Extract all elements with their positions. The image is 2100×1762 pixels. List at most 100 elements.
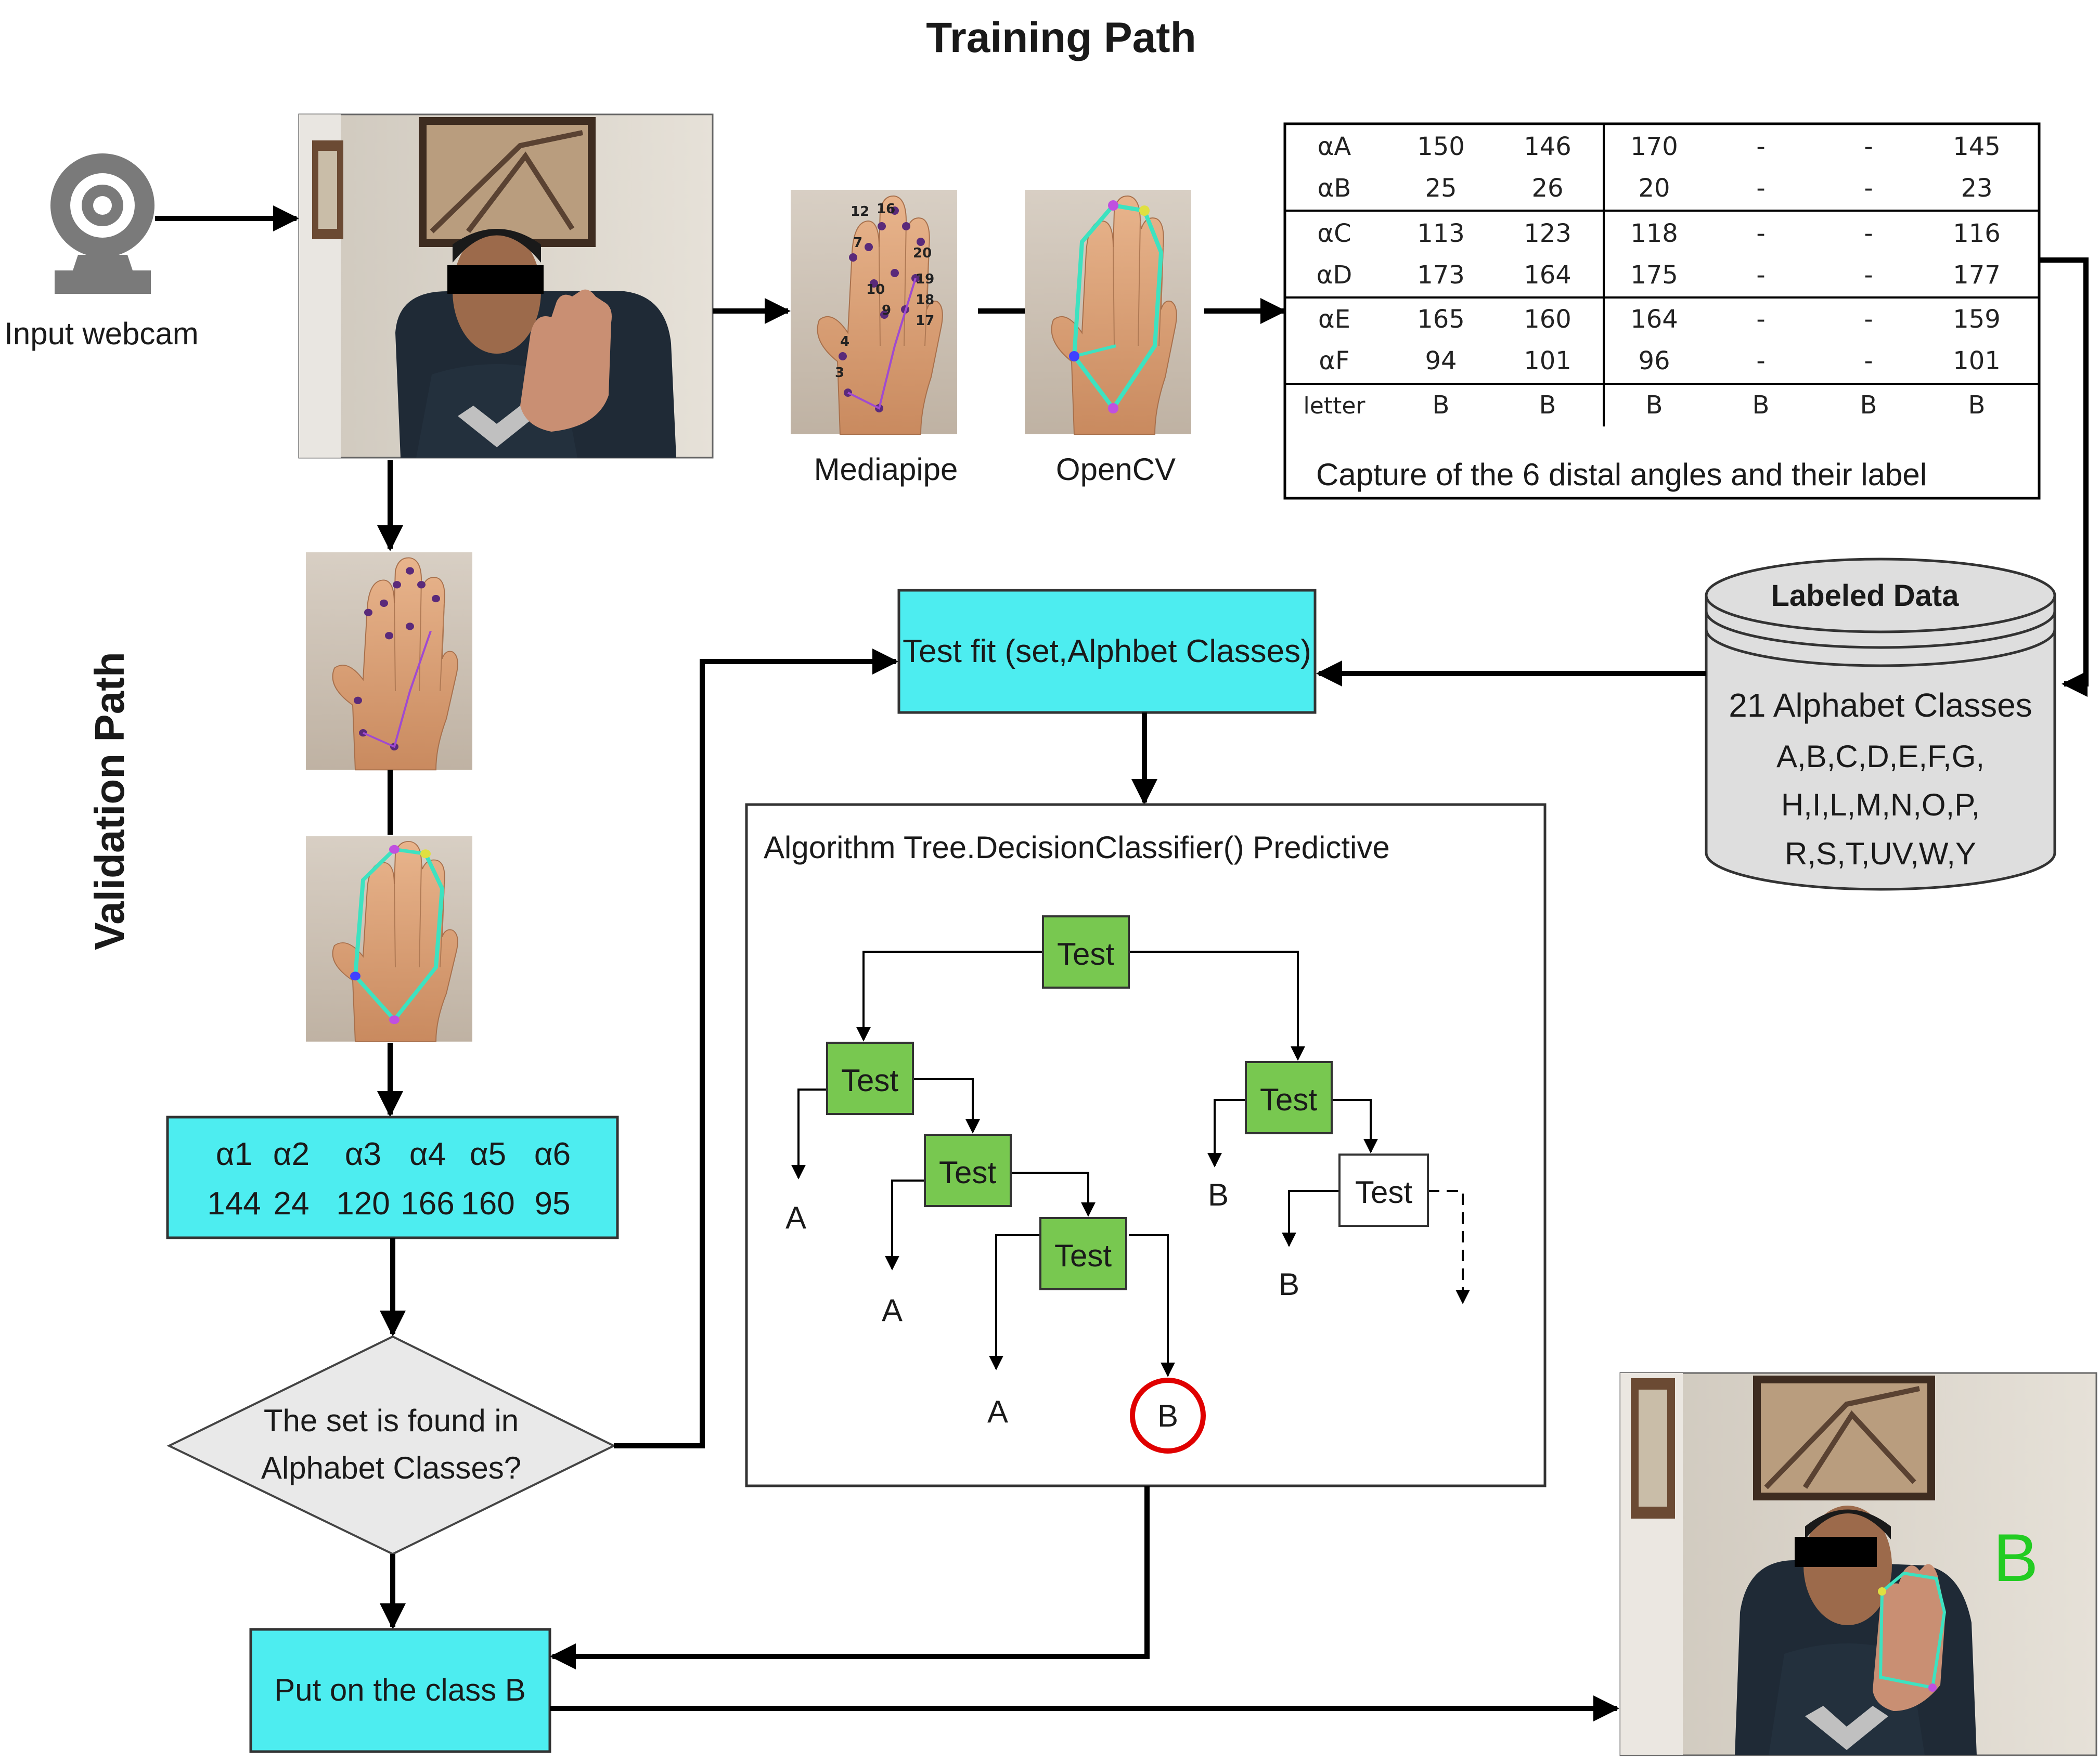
angles-box bbox=[166, 1116, 619, 1239]
table-cell-r4-c6: 159 bbox=[1953, 305, 2001, 334]
table-cell-r4-c5: - bbox=[1864, 305, 1873, 334]
database-title: Labeled Data bbox=[1771, 579, 1960, 613]
table-cell-r2-c5: - bbox=[1864, 219, 1873, 248]
svg-text:16: 16 bbox=[877, 201, 895, 217]
table-cell-r3-c0: αD bbox=[1317, 261, 1352, 290]
decision-line-1: The set is found in bbox=[264, 1403, 519, 1438]
decision-line-2: Alphabet Classes? bbox=[261, 1450, 521, 1485]
tree-node-root-label: Test bbox=[1057, 937, 1114, 971]
svg-text:3: 3 bbox=[835, 365, 844, 381]
svg-text:12: 12 bbox=[851, 204, 869, 219]
leaf-a-1: A bbox=[785, 1200, 806, 1235]
svg-text:17: 17 bbox=[916, 313, 934, 329]
svg-text:7: 7 bbox=[853, 235, 862, 251]
tree-node-left-2 bbox=[924, 1134, 1012, 1207]
tree-node-right-2 bbox=[1338, 1154, 1429, 1227]
angle-header-1: α1 bbox=[216, 1136, 252, 1172]
table-cell-r5-c4: - bbox=[1756, 346, 1765, 375]
table-cell-r6-c5: B bbox=[1860, 391, 1877, 420]
table-cell-r2-c4: - bbox=[1756, 219, 1765, 248]
table-cell-r3-c6: 177 bbox=[1953, 261, 2001, 290]
database-line-1: 21 Alphabet Classes bbox=[1729, 686, 2032, 724]
table-cell-r0-c2: 146 bbox=[1524, 132, 1571, 161]
table-caption: Capture of the 6 distal angles and their… bbox=[1316, 457, 1927, 492]
table-cell-r1-c0: αB bbox=[1318, 174, 1351, 203]
angle-value-1: 144 bbox=[207, 1186, 261, 1222]
database-line-3: H,I,L,M,N,O,P, bbox=[1781, 787, 1980, 822]
leaf-b-result: B bbox=[1157, 1398, 1178, 1433]
arrow-algorithm-to-result bbox=[550, 1486, 1150, 1669]
arrow-decision-to-testfit bbox=[614, 649, 898, 1448]
table-cell-r6-c6: B bbox=[1968, 391, 1986, 420]
table-cell-r6-c1: B bbox=[1433, 391, 1450, 420]
table-cell-r3-c1: 173 bbox=[1417, 261, 1465, 290]
svg-text:20: 20 bbox=[913, 245, 932, 261]
result-box bbox=[249, 1628, 551, 1753]
validation-opencv-thumbnail bbox=[305, 836, 473, 1042]
table-cell-r6-c0: letter bbox=[1304, 393, 1366, 419]
table-cell-r4-c2: 160 bbox=[1524, 305, 1571, 334]
opencv-thumbnail bbox=[1024, 189, 1192, 435]
result-highlight-circle bbox=[1130, 1378, 1206, 1454]
table-cell-r5-c0: αF bbox=[1319, 346, 1349, 375]
angle-value-2: 24 bbox=[274, 1186, 310, 1222]
angle-header-2: α2 bbox=[273, 1136, 310, 1172]
table-cell-r6-c3: B bbox=[1646, 391, 1663, 420]
table-cell-r0-c0: αA bbox=[1318, 132, 1351, 161]
table-cell-r1-c1: 25 bbox=[1425, 174, 1457, 203]
table-cell-r0-c6: 145 bbox=[1953, 132, 2001, 161]
table-cell-r2-c1: 113 bbox=[1417, 219, 1465, 248]
table-cell-r2-c6: 116 bbox=[1953, 219, 2001, 248]
table-cell-r5-c2: 101 bbox=[1524, 346, 1571, 375]
tree-node-root bbox=[1042, 915, 1130, 989]
table-cell-r2-c3: 118 bbox=[1630, 219, 1678, 248]
angle-value-6: 95 bbox=[535, 1186, 571, 1222]
labeled-data-database bbox=[1705, 558, 2056, 891]
leaf-a-3: A bbox=[987, 1394, 1008, 1429]
table-cell-r3-c4: - bbox=[1756, 261, 1765, 290]
tree-node-right-2-label: Test bbox=[1355, 1175, 1412, 1210]
svg-text:18: 18 bbox=[916, 292, 934, 308]
tree-node-left-1 bbox=[826, 1042, 914, 1115]
tree-node-right-1 bbox=[1245, 1061, 1333, 1134]
angle-value-4: 166 bbox=[401, 1186, 454, 1222]
angle-header-4: α4 bbox=[409, 1136, 446, 1172]
tree-node-right-1-label: Test bbox=[1260, 1082, 1317, 1117]
table-cell-r4-c0: αE bbox=[1318, 305, 1350, 334]
algorithm-title: Algorithm Tree.DecisionClassifier() Pred… bbox=[764, 830, 1390, 865]
tree-node-left-3-label: Test bbox=[1054, 1238, 1112, 1273]
input-photo bbox=[298, 113, 714, 459]
table-cell-r0-c3: 170 bbox=[1630, 132, 1678, 161]
angle-value-3: 120 bbox=[336, 1186, 390, 1222]
leaf-b-lower: B bbox=[1279, 1267, 1299, 1302]
database-line-4: R,S,T,UV,W,Y bbox=[1785, 836, 1976, 871]
validation-mediapipe-thumbnail bbox=[305, 552, 473, 771]
leaf-b-right: B bbox=[1208, 1177, 1229, 1212]
webcam-icon bbox=[50, 153, 154, 294]
decision-diamond bbox=[166, 1335, 616, 1556]
angle-header-6: α6 bbox=[534, 1136, 571, 1172]
tree-node-left-3 bbox=[1039, 1217, 1127, 1290]
table-cell-r5-c1: 94 bbox=[1425, 346, 1457, 375]
table-cell-r2-c0: αC bbox=[1317, 219, 1351, 248]
opencv-label: OpenCV bbox=[1056, 452, 1176, 487]
table-cell-r3-c2: 164 bbox=[1524, 261, 1571, 290]
test-fit-box bbox=[897, 589, 1317, 714]
table-cell-r2-c2: 123 bbox=[1524, 219, 1571, 248]
table-cell-r0-c4: - bbox=[1756, 132, 1765, 161]
mediapipe-label: Mediapipe bbox=[814, 452, 958, 487]
table-cell-r3-c3: 175 bbox=[1630, 261, 1678, 290]
table-cell-r0-c5: - bbox=[1864, 132, 1873, 161]
table-cell-r3-c5: - bbox=[1864, 261, 1873, 290]
arrow-table-to-database bbox=[2039, 257, 2089, 697]
angle-header-5: α5 bbox=[470, 1136, 506, 1172]
angle-value-5: 160 bbox=[461, 1186, 514, 1222]
tree-node-left-2-label: Test bbox=[939, 1155, 996, 1190]
angle-header-3: α3 bbox=[345, 1136, 381, 1172]
training-path-title: Training Path bbox=[926, 14, 1196, 61]
webcam-label: Input webcam bbox=[4, 316, 199, 351]
svg-text:4: 4 bbox=[840, 334, 849, 349]
table-cell-r1-c4: - bbox=[1756, 174, 1765, 203]
